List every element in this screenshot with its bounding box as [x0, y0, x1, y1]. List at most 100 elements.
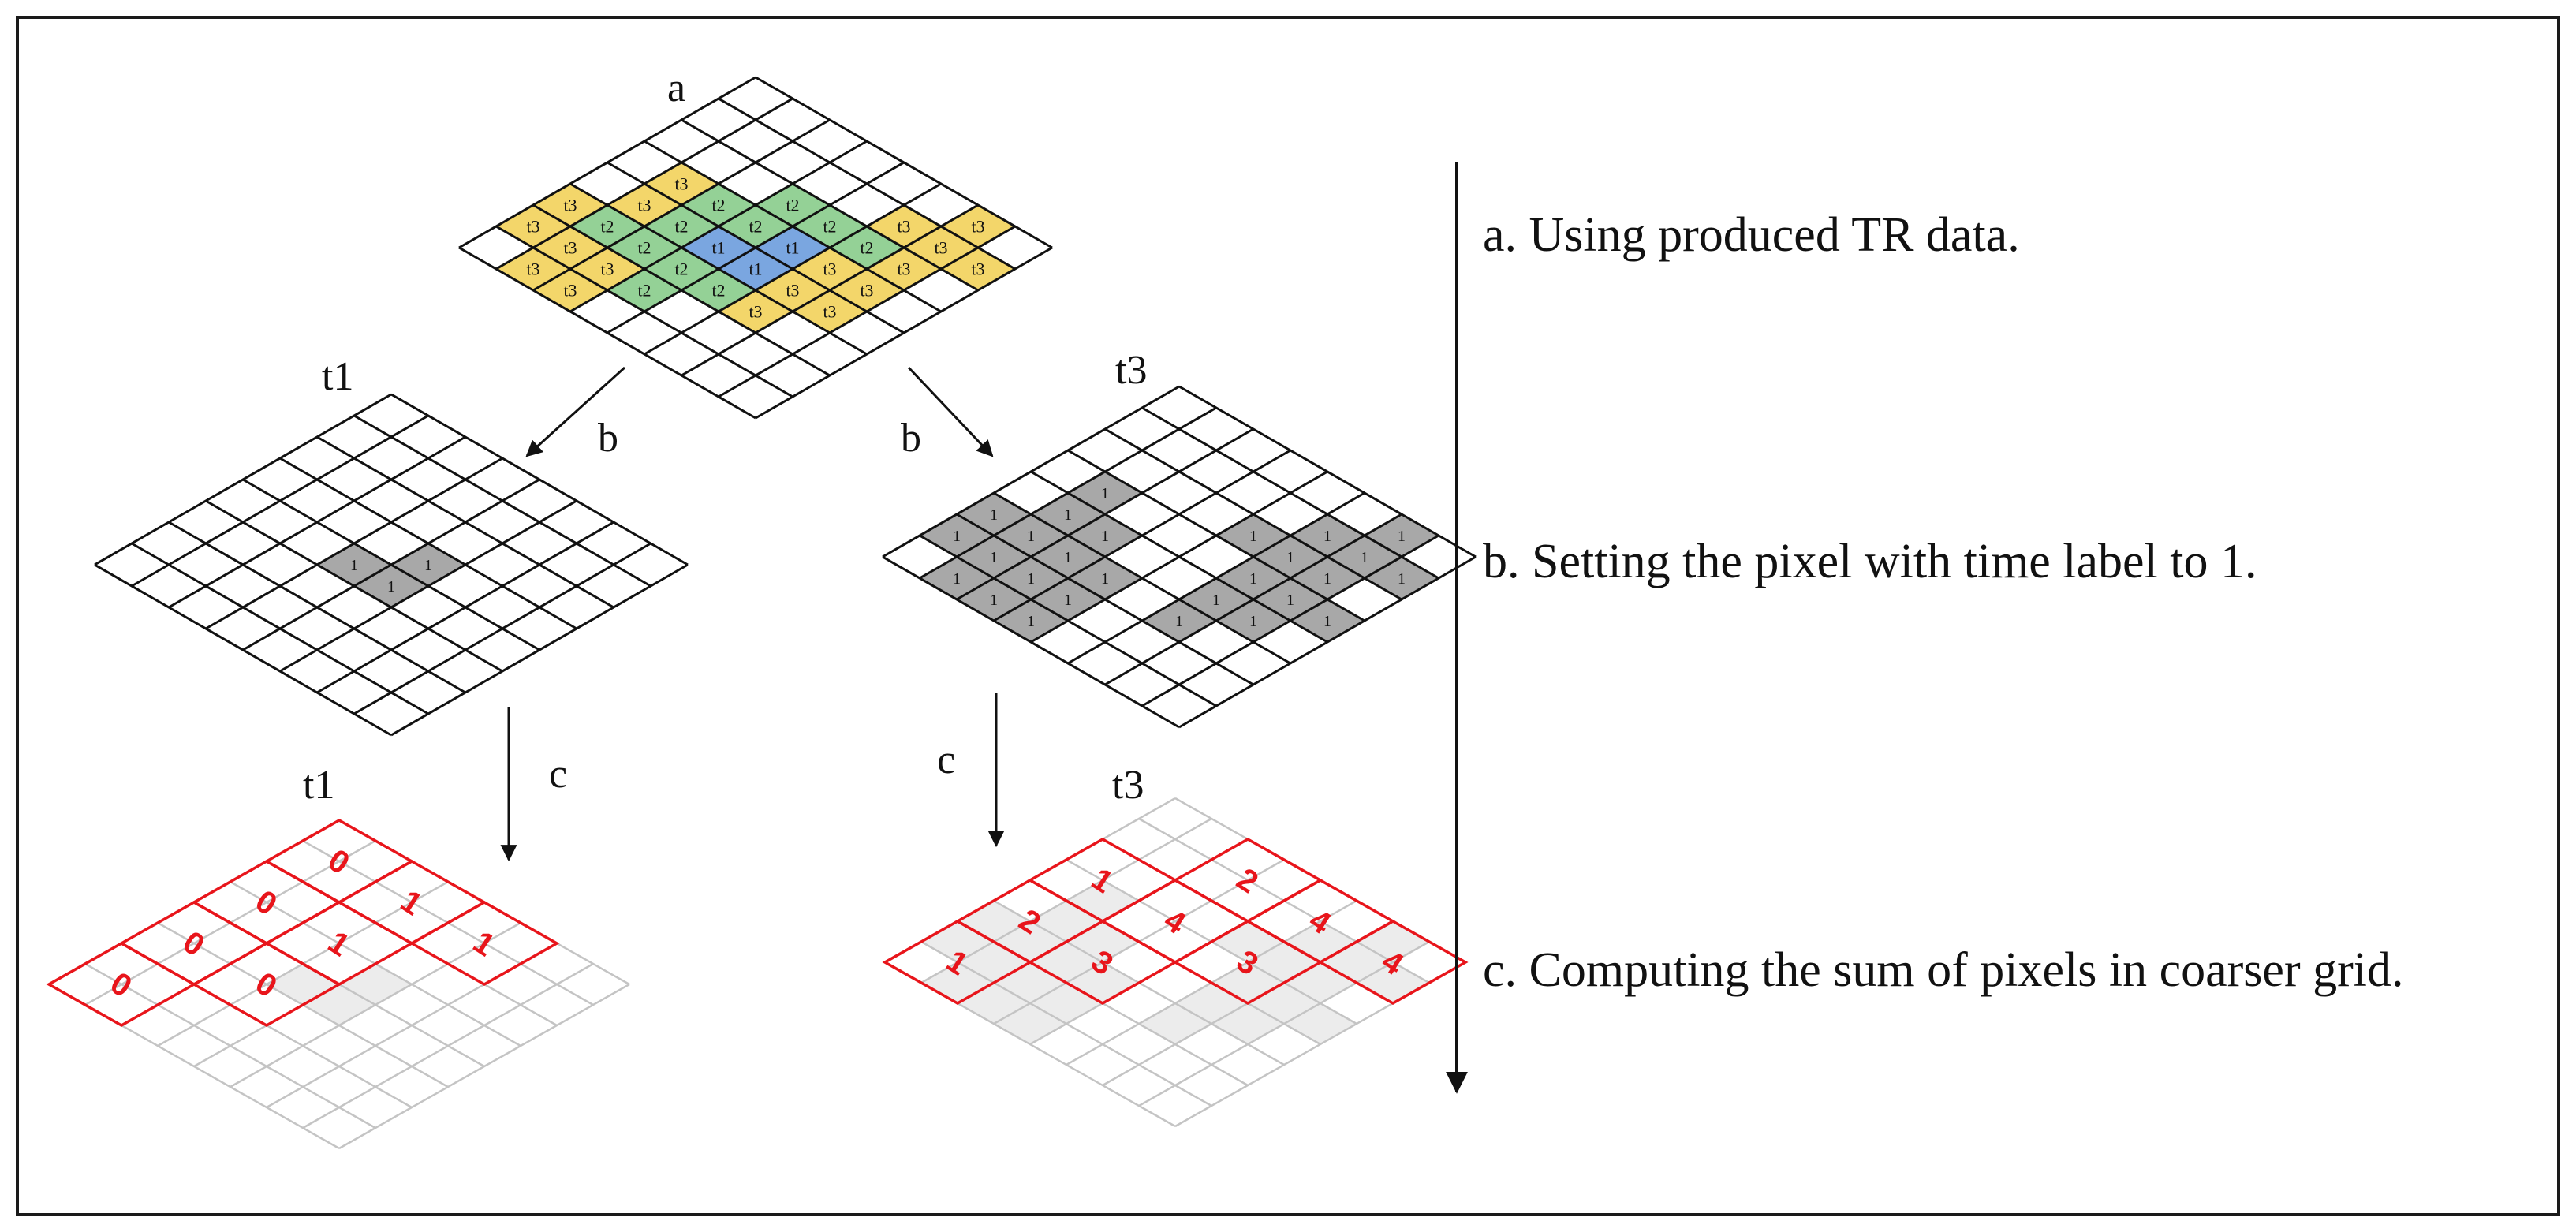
cell-label: 1: [1286, 592, 1294, 609]
cell-label: t2: [711, 196, 725, 215]
step-a-text: a. Using produced TR data.: [1483, 208, 2020, 262]
cell-label: 1: [1323, 528, 1331, 545]
coarse-sum: 0: [177, 924, 211, 963]
coarse-sum: 0: [249, 883, 283, 922]
cell-label: 1: [1249, 528, 1257, 545]
cell-label: 1: [1175, 613, 1183, 630]
cell-label: t3: [786, 281, 799, 301]
cell-label: 1: [1286, 549, 1294, 566]
cell-label: t3: [563, 281, 577, 301]
cell-label: 1: [953, 528, 961, 545]
cell-label: t1: [711, 238, 725, 258]
cell-label: t3: [563, 238, 577, 258]
cell-label: 1: [1064, 592, 1072, 609]
cell-label: t2: [600, 217, 614, 237]
coarse-cell: [1027, 919, 1178, 1006]
cell-label: 1: [990, 506, 998, 524]
coarse-sum: 1: [322, 924, 356, 963]
cell-label: 1: [1064, 549, 1072, 566]
cell-label: t1: [786, 238, 799, 258]
step-c-text: c. Computing the sum of pixels in coarse…: [1483, 943, 2403, 997]
grid-line: [390, 563, 689, 737]
cell-label: t2: [711, 281, 725, 301]
cell-label: t2: [637, 281, 651, 301]
cell-label: t2: [786, 196, 799, 215]
label-t1-bottom: t1: [303, 763, 334, 808]
cell-label: t3: [823, 302, 836, 322]
cell-label: t2: [823, 217, 836, 237]
grid-line: [1104, 513, 1402, 686]
cell-label: t3: [674, 174, 688, 194]
coarse-cell: [191, 941, 342, 1028]
grid-line: [956, 427, 1254, 601]
cell-label: 1: [990, 549, 998, 566]
coarse-cell: [882, 919, 1033, 1006]
grid-line: [882, 385, 1180, 558]
cell-label: t3: [971, 259, 984, 279]
grid-line: [131, 414, 429, 588]
cell-label: t2: [674, 259, 688, 279]
outer-frame: [16, 16, 2560, 1216]
grid-line: [495, 97, 793, 271]
cell-label: t3: [600, 259, 614, 279]
grid-line: [1030, 470, 1328, 644]
grid-line: [353, 542, 651, 715]
grid-line: [94, 393, 392, 566]
cell-label: t3: [563, 196, 577, 215]
coarse-sum: 2: [1230, 861, 1264, 900]
grid-line: [1141, 534, 1439, 707]
grid-line: [168, 435, 466, 609]
grid-line: [1067, 491, 1365, 665]
cell-label: 1: [1212, 592, 1220, 609]
cell-label: 1: [1027, 528, 1035, 545]
grid-line: [718, 225, 1016, 398]
cell-label: 1: [1101, 528, 1109, 545]
cell-label: 1: [1323, 613, 1331, 630]
cell-label: t3: [897, 259, 910, 279]
grid-line: [1178, 555, 1477, 729]
label-t1-mid: t1: [322, 354, 353, 399]
cell-label: 1: [1249, 570, 1257, 588]
coarse-sum: 4: [1158, 902, 1192, 941]
cell-label: t3: [934, 238, 947, 258]
grid-line: [242, 478, 540, 651]
cell-label: 1: [1027, 570, 1035, 588]
step-b-text: b. Setting the pixel with time label to …: [1483, 535, 2257, 588]
cell-label: t2: [749, 217, 762, 237]
cell-label: t3: [526, 217, 539, 237]
grid-line: [279, 499, 577, 673]
coarse-cell: [409, 900, 560, 987]
cell-label: 1: [1101, 570, 1109, 588]
label-c-left: c: [549, 752, 567, 797]
cell-label: 1: [1361, 549, 1368, 566]
cell-label: 1: [1101, 485, 1109, 502]
label-c-right: c: [937, 737, 955, 782]
coarse-cell: [46, 941, 197, 1028]
coarse-cell: [1172, 919, 1323, 1006]
cell-label: t3: [637, 196, 651, 215]
grid-line: [230, 921, 521, 1088]
cell-label: t3: [749, 302, 762, 322]
grid-line: [302, 962, 594, 1129]
coarse-sum: 1: [394, 883, 428, 922]
cell-label: 1: [1398, 528, 1406, 545]
grid-line: [569, 140, 868, 313]
cell-label: 1: [1027, 613, 1035, 630]
cell-label: t3: [526, 259, 539, 279]
grid-line: [607, 161, 905, 334]
label-t3-mid: t3: [1115, 348, 1147, 393]
coarse-sum: 0: [322, 842, 356, 881]
cell-label: t3: [971, 217, 984, 237]
cell-label: 1: [1323, 570, 1331, 588]
grid-line: [338, 983, 630, 1150]
coarse-sum: 0: [104, 965, 138, 1004]
cell-label: t2: [674, 217, 688, 237]
grid-line: [1138, 940, 1430, 1107]
cell-label: 1: [1398, 570, 1406, 588]
cell-label: 1: [953, 570, 961, 588]
coarse-cell: [1317, 919, 1469, 1006]
grid-line: [532, 118, 831, 292]
grid-line: [316, 521, 614, 694]
cell-label: t1: [749, 259, 762, 279]
